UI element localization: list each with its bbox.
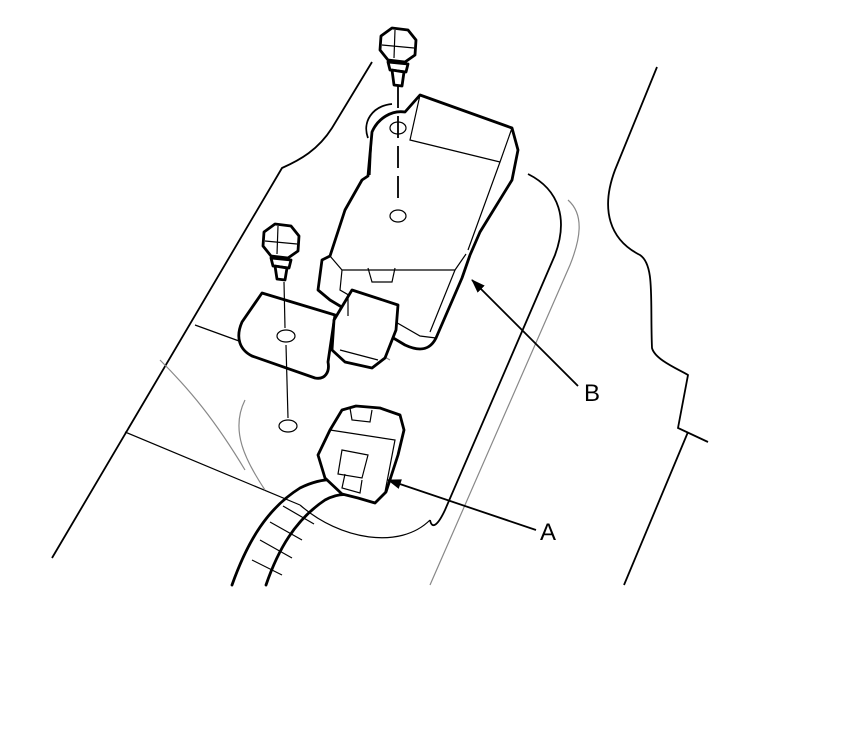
bolt-lower bbox=[261, 222, 301, 419]
control-unit-b bbox=[237, 93, 520, 433]
callout-label-a: A bbox=[540, 519, 556, 546]
callout-leader-a bbox=[387, 479, 537, 531]
harness-connector-a bbox=[316, 404, 406, 505]
floor-panel bbox=[51, 61, 580, 586]
bolt-upper bbox=[378, 26, 418, 200]
wire-harness bbox=[230, 478, 362, 587]
callout-leader-b bbox=[471, 279, 579, 387]
callout-label-b: B bbox=[584, 380, 600, 407]
side-trim-panel bbox=[607, 66, 709, 586]
